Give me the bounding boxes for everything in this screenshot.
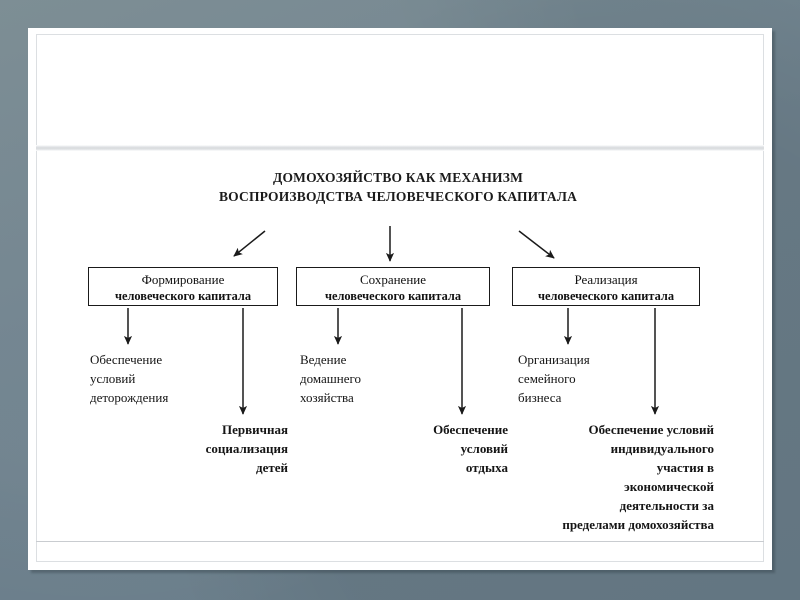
leaf-leisure-conditions: Обеспечение условий отдыха (368, 420, 508, 477)
arrow-title-to-realization (518, 230, 555, 259)
leaf-leisure-line-2: условий (460, 441, 508, 456)
node-box-preservation-line-1: Сохранение (359, 272, 427, 287)
leaf-primary-socialization: Первичная социализация детей (148, 420, 288, 477)
leaf-household-management: Ведение домашнего хозяйства (300, 350, 460, 407)
leaf-econ-participation-line-6: пределами домохозяйства (562, 517, 714, 532)
diagram-title: ДОМОХОЗЯЙСТВО КАК МЕХАНИЗМ ВОСПРОИЗВОДСТ… (168, 168, 628, 206)
presentation-slide[interactable]: ДОМОХОЗЯЙСТВО КАК МЕХАНИЗМ ВОСПРОИЗВОДСТ… (28, 28, 772, 570)
leaf-household-line-1: Ведение (300, 352, 347, 367)
leaf-econ-participation-line-2: индивидуального (610, 441, 714, 456)
arrow-title-to-formation (233, 230, 266, 257)
node-box-realization-line-2: человеческого капитала (537, 289, 675, 303)
leaf-econ-participation-line-3: участия в (656, 460, 714, 475)
footer-divider (36, 541, 764, 542)
node-box-formation-line-2: человеческого капитала (114, 289, 252, 303)
leaf-socialization-line-1: Первичная (222, 422, 288, 437)
leaf-household-line-3: хозяйства (300, 390, 354, 405)
leaf-family-business: Организация семейного бизнеса (518, 350, 688, 407)
leaf-economic-participation: Обеспечение условий индивидуального учас… (524, 420, 714, 534)
leaf-socialization-line-2: социализация (205, 441, 288, 456)
leaf-econ-participation-line-5: деятельности за (619, 498, 714, 513)
leaf-childbirth-conditions: Обеспечение условий деторождения (90, 350, 260, 407)
leaf-leisure-line-1: Обеспечение (433, 422, 508, 437)
leaf-childbirth-line-3: деторождения (90, 390, 169, 405)
leaf-childbirth-line-2: условий (90, 371, 136, 386)
node-box-preservation-line-2: человеческого капитала (324, 289, 462, 303)
leaf-household-line-2: домашнего (300, 371, 362, 386)
node-box-realization[interactable]: Реализация человеческого капитала (512, 267, 700, 306)
node-box-formation[interactable]: Формирование человеческого капитала (88, 267, 278, 306)
diagram-title-line-1: ДОМОХОЗЯЙСТВО КАК МЕХАНИЗМ (272, 170, 524, 185)
node-box-formation-line-1: Формирование (141, 272, 225, 287)
leaf-econ-participation-line-1: Обеспечение условий (588, 422, 714, 437)
leaf-family-business-line-3: бизнеса (518, 390, 562, 405)
leaf-childbirth-line-1: Обеспечение (90, 352, 163, 367)
node-box-realization-line-1: Реализация (574, 272, 638, 287)
diagram-content: ДОМОХОЗЯЙСТВО КАК МЕХАНИЗМ ВОСПРОИЗВОДСТ… (28, 28, 772, 570)
header-divider (36, 145, 764, 151)
leaf-leisure-line-3: отдыха (465, 460, 508, 475)
leaf-econ-participation-line-4: экономической (624, 479, 714, 494)
node-box-preservation[interactable]: Сохранение человеческого капитала (296, 267, 490, 306)
leaf-family-business-line-2: семейного (518, 371, 576, 386)
leaf-family-business-line-1: Организация (518, 352, 590, 367)
diagram-title-line-2: ВОСПРОИЗВОДСТВА ЧЕЛОВЕЧЕСКОГО КАПИТАЛА (218, 189, 578, 204)
leaf-socialization-line-3: детей (256, 460, 288, 475)
